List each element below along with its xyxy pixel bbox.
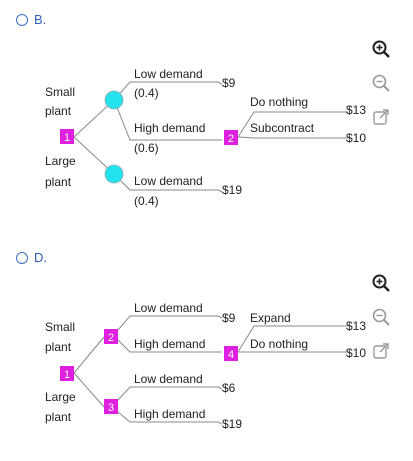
decision-node-2-d-label: 2 (108, 332, 114, 344)
zoom-out-button-d[interactable] (370, 306, 392, 328)
zoom-in-button-d[interactable] (370, 272, 392, 294)
payoff-low-b: $6 (222, 381, 236, 395)
payoff-low-a: $9 (222, 311, 236, 325)
large-plant-label-line2: plant (45, 175, 72, 189)
large-plant-label-line1-d: Large (45, 390, 76, 404)
open-external-icon (373, 109, 389, 125)
small-plant-label-line2: plant (45, 104, 72, 118)
branch-subcontract: Subcontract (250, 121, 315, 135)
open-external-icon (373, 343, 389, 359)
chance-node-bottom (104, 164, 124, 184)
payoff-expand: $13 (346, 319, 366, 333)
decision-node-1-d (60, 366, 74, 381)
decision-node-3-d-label: 3 (108, 402, 114, 414)
option-d-radio[interactable] (16, 251, 28, 264)
branch-low-demand-top: Low demand (134, 67, 203, 81)
zoom-in-button-b[interactable] (370, 38, 392, 60)
option-d[interactable]: D. (16, 250, 47, 265)
zoom-out-icon (372, 308, 390, 326)
open-external-button-b[interactable] (370, 106, 392, 128)
branch-expand: Expand (250, 311, 291, 325)
small-plant-label-line1: Small (45, 85, 75, 99)
option-b-label: B. (34, 12, 47, 27)
small-plant-label-line2-d: plant (45, 340, 72, 354)
payoff-do-nothing-d: $10 (346, 346, 366, 360)
small-plant-label-line1-d: Small (45, 320, 75, 334)
zoom-out-icon (372, 74, 390, 92)
open-external-button-d[interactable] (370, 340, 392, 362)
decision-node-3-d (104, 399, 118, 414)
branch-high-demand-prob: (0.6) (134, 141, 159, 155)
payoff-high-b: $19 (222, 417, 242, 431)
payoff-top-low: $9 (222, 76, 236, 90)
payoff-subcontract: $10 (346, 131, 366, 145)
decision-node-1-d-label: 1 (64, 369, 70, 381)
branch-high-demand: High demand (134, 121, 205, 135)
branch-high-demand-a: High demand (134, 337, 205, 351)
large-plant-label-line2-d: plant (45, 410, 72, 424)
decision-tree-b: Small plant Large plant 1 2 Low demand (… (45, 67, 366, 208)
decision-node-2 (224, 130, 238, 145)
decision-node-1-label: 1 (64, 132, 70, 144)
decision-node-4-d-label: 4 (228, 349, 234, 361)
branch-low-demand-top-prob: (0.4) (134, 86, 159, 100)
zoom-in-icon (372, 274, 390, 292)
branch-low-demand-b: Low demand (134, 372, 203, 386)
zoom-out-button-b[interactable] (370, 72, 392, 94)
branch-high-demand-b: High demand (134, 407, 205, 421)
large-plant-label-line1: Large (45, 154, 76, 168)
decision-node-2-d (104, 329, 118, 344)
decision-node-1 (60, 129, 74, 144)
branch-do-nothing-d: Do nothing (250, 337, 308, 351)
option-b-radio[interactable] (16, 13, 28, 26)
branch-low-demand-bottom-prob: (0.4) (134, 194, 159, 208)
zoom-in-icon (372, 40, 390, 58)
branch-do-nothing: Do nothing (250, 95, 308, 109)
option-d-label: D. (34, 250, 47, 265)
option-b[interactable]: B. (16, 12, 46, 27)
payoff-bottom-low: $19 (222, 183, 242, 197)
payoff-do-nothing: $13 (346, 103, 366, 117)
decision-node-4-d (224, 346, 238, 361)
decision-node-2-label: 2 (228, 133, 234, 145)
chance-node-top (104, 90, 124, 110)
branch-low-demand-a: Low demand (134, 301, 203, 315)
branch-low-demand-bottom: Low demand (134, 174, 203, 188)
